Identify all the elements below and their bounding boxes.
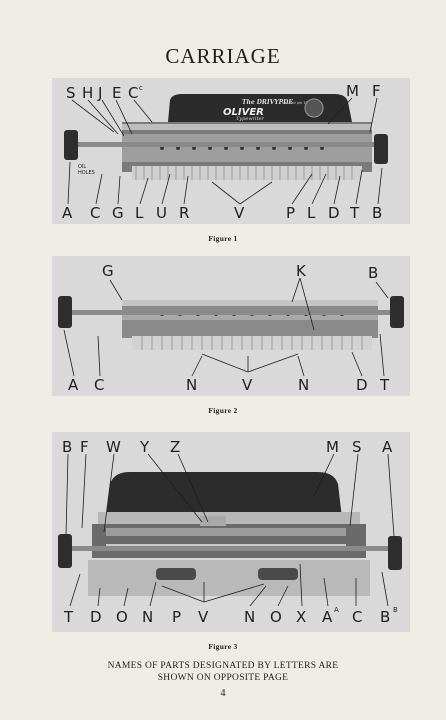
fig3-label-X: X xyxy=(296,608,306,626)
fig1-label-B: B xyxy=(372,204,382,222)
fig1-label-R: R xyxy=(179,204,189,222)
fig3-label-S: S xyxy=(352,438,362,456)
fig3-label-W: W xyxy=(106,438,121,456)
fig3-label-P: P xyxy=(172,608,181,626)
figure-3-photo: B F W Y Z M S A T D O N P V N O X A A C … xyxy=(52,432,410,632)
page-number: 4 xyxy=(220,688,226,699)
fig2-label-V: V xyxy=(242,376,253,394)
fig3-label-B: B xyxy=(62,438,72,456)
fig3-label-M: M xyxy=(326,438,339,456)
fig3-label-Y: Y xyxy=(139,438,150,456)
fig1-label-C2: C xyxy=(90,204,100,222)
fig1-label-J: J xyxy=(97,84,102,102)
fig1-label-A: A xyxy=(62,204,73,222)
fig1-label-P: P xyxy=(286,204,295,222)
fig3-label-C: C xyxy=(352,608,362,626)
page-title: CARRIAGE xyxy=(165,44,281,68)
fig2-label-N: N xyxy=(186,376,197,394)
fig2-label-T: T xyxy=(379,376,390,394)
fig1-label-D: D xyxy=(328,204,340,222)
fig2-label-G: G xyxy=(102,262,114,280)
fig3-label-N: N xyxy=(142,608,153,626)
fig2-label-N2: N xyxy=(298,376,309,394)
fig3-label-A: A xyxy=(382,438,393,456)
fig1-label-M: M xyxy=(346,82,359,100)
fig1-label-T: T xyxy=(349,204,360,222)
fig2-label-C: C xyxy=(94,376,104,394)
fig3-label-F: F xyxy=(80,438,89,456)
fig3-label-O2: O xyxy=(270,608,282,626)
footnote-line-1: NAMES OF PARTS DESIGNATED BY LETTERS ARE xyxy=(107,661,339,671)
fig3-label-Z: Z xyxy=(170,438,180,456)
figure-2-caption: Figure 2 xyxy=(208,406,238,415)
fig3-label-O: O xyxy=(116,608,128,626)
footnote: NAMES OF PARTS DESIGNATED BY LETTERS ARE… xyxy=(0,660,446,684)
fig1-label-F: F xyxy=(372,82,381,100)
fig3-label-A-superscript: A xyxy=(334,606,339,614)
fig1-label-C-superscript: c xyxy=(139,84,143,92)
fig2-label-K: K xyxy=(296,262,307,280)
nameplate-name: OLIVER xyxy=(223,107,264,118)
fig2-label-A: A xyxy=(68,376,79,394)
nameplate-sub: Typewriter xyxy=(236,116,265,122)
fig2-label-B: B xyxy=(368,264,378,282)
figure-1-caption: Figure 1 xyxy=(208,234,238,243)
fig3-label-V: V xyxy=(198,608,209,626)
fig3-label-A: A xyxy=(322,608,333,626)
fig3-label-B2: B xyxy=(380,608,390,626)
fig1-label-E: E xyxy=(112,84,121,102)
fig1-label-L: L xyxy=(135,204,144,222)
nameplate-brand-small: has bell ple 1000 xyxy=(282,101,312,105)
fig1-label-G: G xyxy=(112,204,124,222)
fig1-label-C: C xyxy=(128,84,138,102)
figure-2-photo: G K B A C N V N D T xyxy=(52,256,410,396)
fig1-label-S: S xyxy=(66,84,76,102)
fig3-label-D: D xyxy=(90,608,102,626)
fig3-label-B-superscript: B xyxy=(393,606,398,614)
figure-1-photo: The DRIVYPDE has bell ple 1000 OLIVER Ty… xyxy=(52,78,410,224)
fig1-label-V: V xyxy=(234,204,245,222)
fig1-label-H: H xyxy=(82,84,93,102)
fig3-label-T: T xyxy=(63,608,74,626)
footnote-line-2: SHOWN ON OPPOSITE PAGE xyxy=(157,673,289,683)
nameplate-brand: The DRIVYPDE xyxy=(242,99,293,106)
figure-3-caption: Figure 3 xyxy=(208,642,238,651)
fig3-label-N2: N xyxy=(244,608,255,626)
fig1-label-U: U xyxy=(156,204,167,222)
fig2-label-D: D xyxy=(356,376,368,394)
fig1-label-L2: L xyxy=(307,204,316,222)
